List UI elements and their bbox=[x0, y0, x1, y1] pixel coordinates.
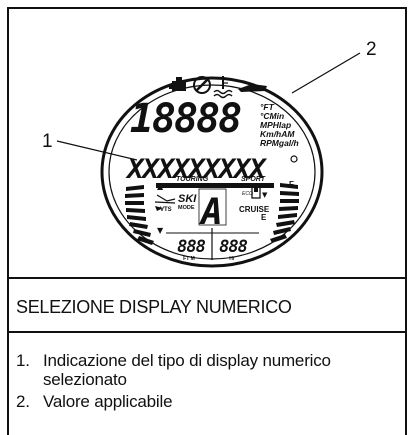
section-caption: SELEZIONE DISPLAY NUMERICO bbox=[16, 297, 292, 317]
fuel-bar-graph bbox=[270, 183, 299, 243]
fuel-pump-icon bbox=[251, 185, 261, 199]
legend-text: Indicazione del tipo di display numerico… bbox=[43, 351, 331, 389]
sport-label: SPORT bbox=[241, 176, 266, 183]
unit-label-rpmgalh: RPMgal/h bbox=[260, 138, 299, 148]
legend-list: 1. Indicazione del tipo di display numer… bbox=[16, 351, 396, 414]
gear-segment-box bbox=[198, 188, 227, 226]
skier-icon bbox=[154, 194, 176, 204]
maintenance-wrench-icon bbox=[193, 76, 211, 94]
vts-label: VTS bbox=[160, 207, 172, 213]
left-up-arrow: ▲ bbox=[157, 182, 164, 191]
unit-label-cmin: °CMin bbox=[260, 111, 284, 121]
right-digits-unit: Hr bbox=[229, 256, 235, 262]
cruise-label: CRUISE bbox=[239, 205, 270, 214]
fuel-full-label: F bbox=[289, 180, 294, 189]
caption-divider bbox=[9, 331, 405, 333]
callout-2-leader bbox=[291, 52, 361, 94]
right-digits: 888 bbox=[219, 237, 247, 257]
watercraft-icon bbox=[238, 84, 267, 92]
left-down-arrow: ▼ bbox=[157, 226, 164, 235]
gauge-outer-ring bbox=[100, 76, 324, 268]
mode-band bbox=[156, 183, 274, 188]
main-digits: 18888 bbox=[130, 96, 241, 142]
gear-indicator: A bbox=[199, 192, 223, 233]
fuel-empty-label: E bbox=[261, 213, 267, 222]
degree-indicator bbox=[290, 155, 298, 163]
legend-text: Valore applicabile bbox=[43, 392, 173, 411]
watercraft-small-icon bbox=[155, 206, 163, 211]
left-digits: 888 bbox=[177, 237, 205, 257]
left-digits-unit: FT M bbox=[183, 256, 195, 262]
callout-1-number: 1 bbox=[42, 131, 53, 152]
legend-number: 1. bbox=[16, 351, 30, 370]
unit-label-kmham: Km/hAM bbox=[260, 129, 295, 139]
alphanumeric-display: XXXXXXXXX bbox=[125, 154, 267, 185]
gauge-illustration: 18888 °FT °CMin MPHlap Km/hAM RPMgal/h X… bbox=[42, 39, 377, 268]
ski-label: SKI bbox=[178, 193, 197, 205]
legend-item: 2. Valore applicabile bbox=[16, 392, 396, 411]
legend-item: 1. Indicazione del tipo di display numer… bbox=[16, 351, 396, 389]
left-bar-graph bbox=[125, 185, 154, 245]
instruction-panel: 18888 °FT °CMin MPHlap Km/hAM RPMgal/h X… bbox=[7, 7, 407, 435]
callout-2-number: 2 bbox=[366, 39, 377, 60]
callout-1-leader bbox=[56, 140, 138, 161]
gauge-figure: 18888 °FT °CMin MPHlap Km/hAM RPMgal/h X… bbox=[9, 9, 405, 285]
unit-label-ft: °FT bbox=[260, 102, 275, 112]
temperature-icon bbox=[213, 76, 233, 99]
unit-label-mphlap: MPHlap bbox=[260, 120, 291, 130]
mode-label: MODE bbox=[178, 205, 195, 211]
engine-icon bbox=[169, 77, 186, 91]
figure-divider bbox=[9, 277, 405, 279]
touring-label: TOURING bbox=[176, 176, 209, 183]
eco-label: ECO bbox=[242, 191, 253, 197]
legend-number: 2. bbox=[16, 392, 30, 411]
fuel-down-arrow: ▼ bbox=[262, 191, 268, 199]
